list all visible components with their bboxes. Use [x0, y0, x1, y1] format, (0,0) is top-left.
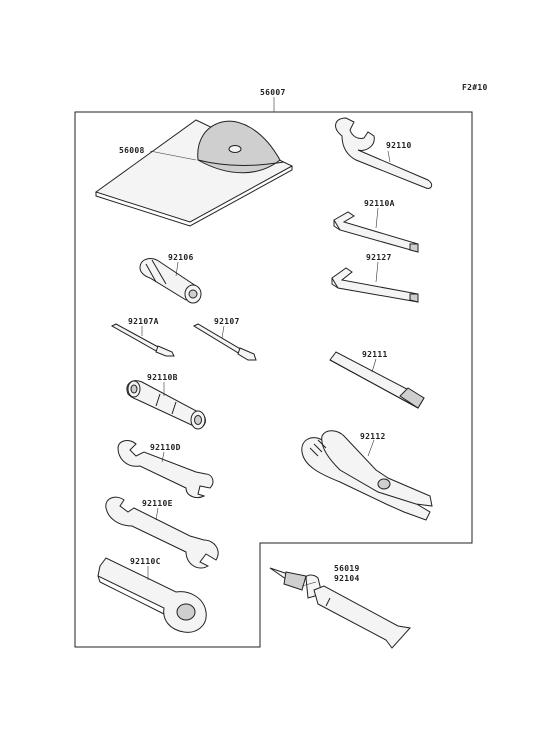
part-label-92110e: 92110E — [142, 499, 173, 508]
socket-wrench-drawing — [126, 380, 206, 430]
grease-tube-drawing — [269, 567, 411, 649]
part-label-92110d: 92110D — [150, 443, 181, 452]
part-label-92110a: 92110A — [364, 199, 395, 208]
assembly-frame — [74, 111, 473, 648]
part-label-92111: 92111 — [362, 350, 388, 359]
part-label-92110b: 92110B — [147, 373, 178, 382]
part-label-92106: 92106 — [168, 253, 194, 262]
tool-bag-drawing — [94, 119, 294, 227]
part-label-56019: 56019 — [334, 564, 360, 573]
pliers-drawing — [301, 430, 433, 521]
screwdriver-handle-drawing — [139, 258, 202, 304]
part-label-92107a: 92107A — [128, 317, 159, 326]
part-label-92104: 92104 — [334, 574, 360, 583]
extension-bar-drawing — [329, 351, 425, 409]
screwdriver-bit-a-drawing — [110, 323, 175, 357]
hex-key-b-drawing — [331, 267, 419, 303]
part-label-92110c: 92110C — [130, 557, 161, 566]
assembly-label: 56007 — [260, 88, 286, 97]
page-code: F2#10 — [462, 83, 488, 92]
hook-spanner-drawing — [335, 117, 433, 189]
part-label-92112: 92112 — [360, 432, 386, 441]
open-wrench-large-drawing — [105, 496, 219, 569]
hex-key-a-drawing — [333, 211, 419, 253]
part-label-92110: 92110 — [386, 141, 412, 150]
part-label-92107: 92107 — [214, 317, 240, 326]
part-label-56008: 56008 — [119, 146, 145, 155]
open-wrench-small-drawing — [117, 440, 214, 499]
part-label-92127: 92127 — [366, 253, 392, 262]
screwdriver-bit-b-drawing — [192, 323, 257, 361]
ring-spanner-drawing — [97, 557, 207, 633]
